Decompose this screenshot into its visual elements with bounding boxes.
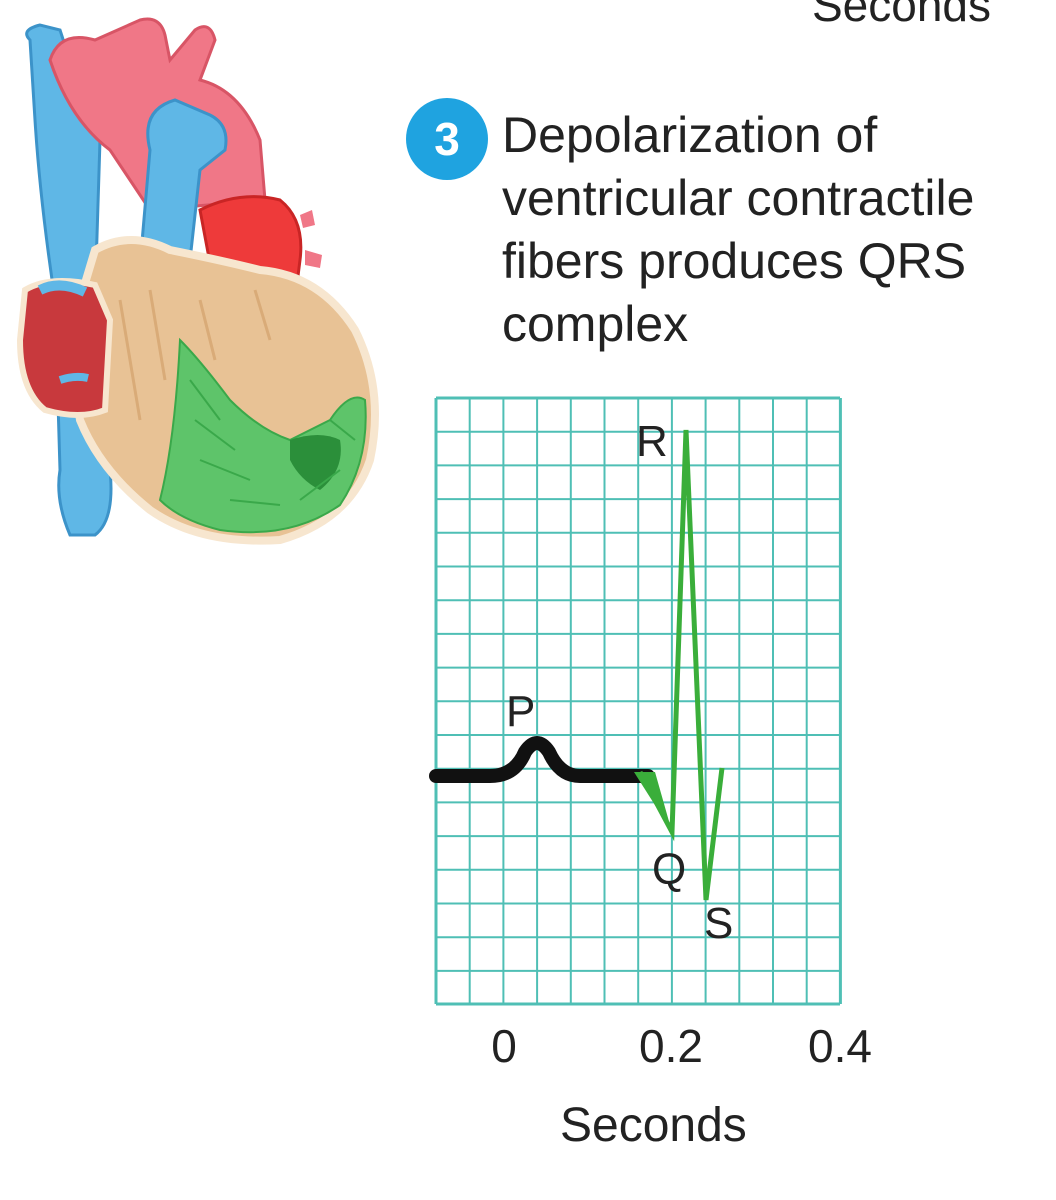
step-number-badge: 3	[406, 98, 488, 180]
ecg-baseline-p-wave	[429, 736, 655, 783]
p-wave-label: P	[506, 687, 535, 736]
caption-line-4: complex	[502, 296, 689, 352]
ecg-grid	[434, 396, 842, 1006]
r-wave-label: R	[636, 417, 668, 466]
caption-line-3: fibers produces QRS	[502, 233, 967, 289]
heart-illustration	[16, 17, 379, 545]
ecg-qrs-complex	[637, 429, 725, 901]
x-tick-0: 0	[491, 1020, 517, 1072]
s-wave-label: S	[704, 899, 733, 948]
x-tick-0-2: 0.2	[639, 1020, 703, 1072]
step-caption: Depolarization of ventricular contractil…	[502, 104, 1050, 356]
caption-line-1: Depolarization of	[502, 107, 878, 163]
x-axis-label: Seconds	[560, 1099, 747, 1152]
top-seconds-label: Seconds	[812, 0, 992, 31]
q-wave-label: Q	[652, 845, 686, 894]
caption-line-2: ventricular contractile	[502, 170, 975, 226]
x-tick-0-4: 0.4	[808, 1020, 872, 1072]
